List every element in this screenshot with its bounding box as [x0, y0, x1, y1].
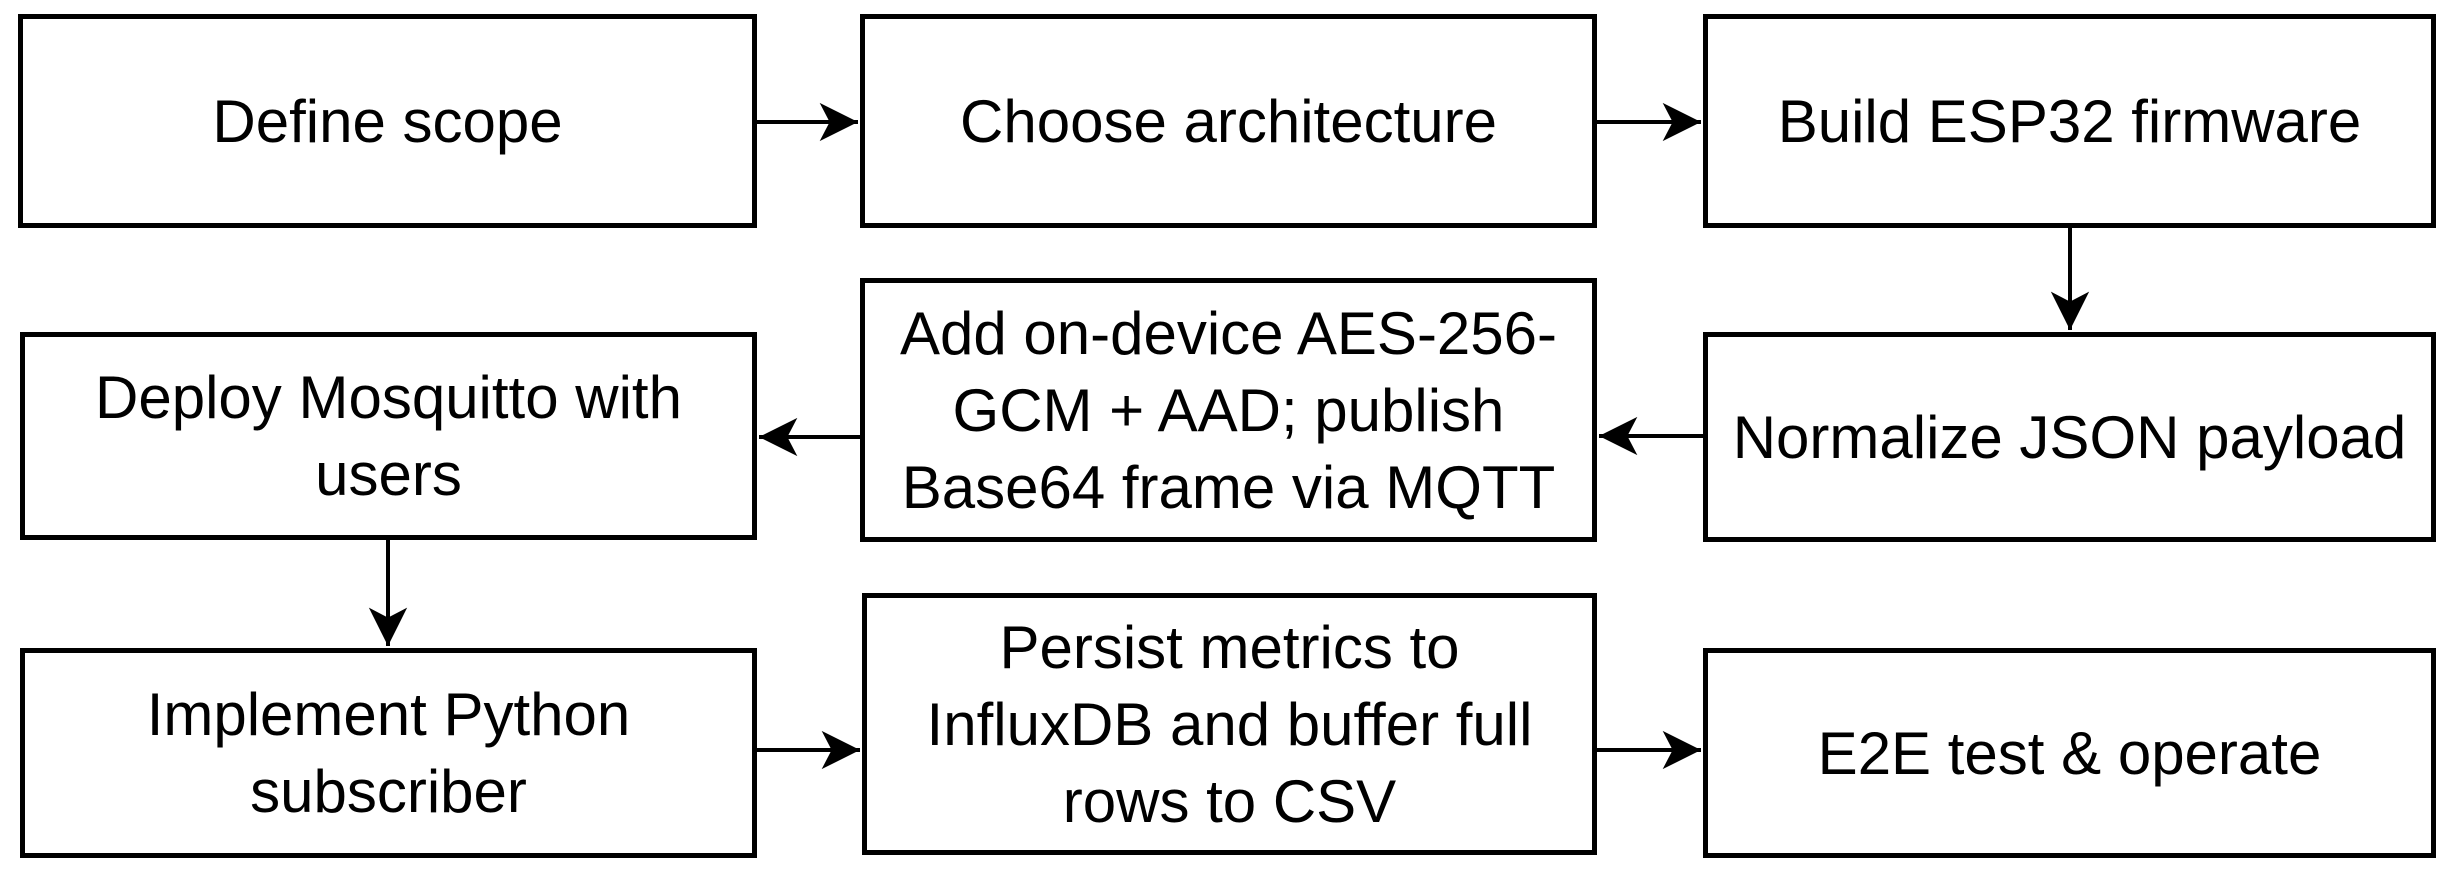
flow-node-build-esp32-firmware: Build ESP32 firmware	[1703, 14, 2436, 228]
flow-node-add-encryption-publish: Add on-device AES-256- GCM + AAD; publis…	[860, 278, 1597, 542]
flow-node-normalize-json-payload: Normalize JSON payload	[1703, 332, 2436, 542]
flow-node-label: Choose architecture	[960, 87, 1497, 155]
flow-node-label: Persist metrics to InfluxDB and buffer f…	[926, 613, 1533, 835]
flow-node-label: Build ESP32 firmware	[1777, 87, 2362, 155]
flow-node-label: Deploy Mosquitto with users	[95, 364, 682, 508]
flow-node-define-scope: Define scope	[18, 14, 757, 228]
flow-node-persist-metrics-csv: Persist metrics to InfluxDB and buffer f…	[862, 593, 1597, 855]
flow-node-e2e-test-operate: E2E test & operate	[1703, 648, 2436, 858]
flow-node-label: E2E test & operate	[1817, 719, 2322, 787]
flow-node-implement-python-subscriber: Implement Python subscriber	[20, 648, 757, 858]
flow-node-choose-architecture: Choose architecture	[860, 14, 1597, 228]
flow-node-label: Normalize JSON payload	[1732, 403, 2407, 471]
flow-node-label: Define scope	[212, 87, 563, 155]
flow-node-deploy-mosquitto-users: Deploy Mosquitto with users	[20, 332, 757, 540]
flow-node-label: Implement Python subscriber	[146, 681, 631, 825]
flow-node-label: Add on-device AES-256- GCM + AAD; publis…	[899, 299, 1558, 521]
